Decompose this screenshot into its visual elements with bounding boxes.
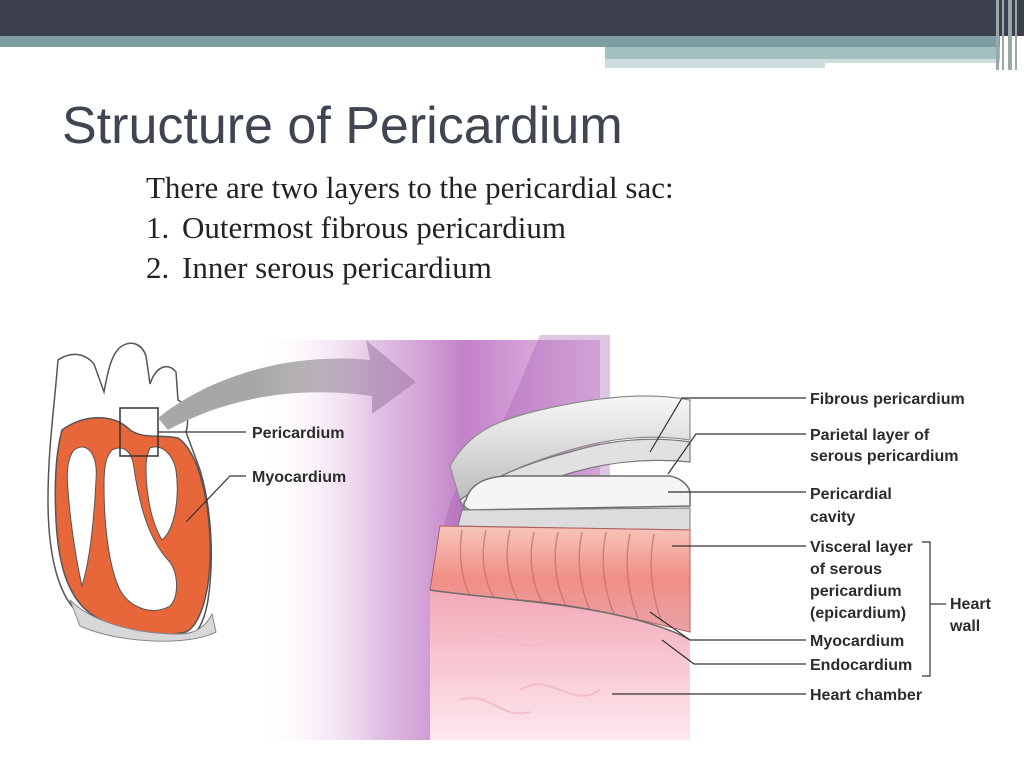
label-heart-wall: Heart xyxy=(950,596,992,613)
label-heart-chamber: Heart chamber xyxy=(810,687,922,704)
heart-illustration xyxy=(47,342,217,642)
label-endocardium: Endocardium xyxy=(810,657,912,674)
list-item: 1. Outermost fibrous pericardium xyxy=(146,208,746,248)
label-fibrous-pericardium: Fibrous pericardium xyxy=(810,391,965,408)
theme-stripe xyxy=(825,59,1000,63)
label-visceral-layer: pericardium xyxy=(810,583,902,600)
label-parietal-layer: Parietal layer of xyxy=(810,427,930,444)
theme-stripe xyxy=(605,47,1000,59)
layer-list: 1. Outermost fibrous pericardium 2. Inne… xyxy=(146,208,746,288)
label-myocardium-right: Myocardium xyxy=(810,633,904,650)
label-visceral-layer: (epicardium) xyxy=(810,605,906,622)
slide-body: There are two layers to the pericardial … xyxy=(146,168,746,288)
label-parietal-layer: serous pericardium xyxy=(810,448,959,465)
theme-stripe xyxy=(0,36,1000,47)
intro-text: There are two layers to the pericardial … xyxy=(146,170,674,205)
label-visceral-layer: Visceral layer xyxy=(810,539,913,556)
label-heart-wall: wall xyxy=(949,618,980,635)
list-text: Inner serous pericardium xyxy=(182,250,492,285)
label-pericardial-cavity: cavity xyxy=(810,509,855,526)
pericardium-cross-section xyxy=(260,335,691,740)
theme-vertical-bars xyxy=(990,0,1024,70)
pericardium-diagram: Pericardium Myocardium Fibrous pericardi… xyxy=(47,335,992,740)
slide-title: Structure of Pericardium xyxy=(62,97,623,155)
label-myocardium-left: Myocardium xyxy=(252,469,346,486)
list-text: Outermost fibrous pericardium xyxy=(182,210,566,245)
theme-top-bar xyxy=(0,0,1024,36)
theme-stripe xyxy=(605,59,825,68)
label-pericardium: Pericardium xyxy=(252,425,344,442)
list-item: 2. Inner serous pericardium xyxy=(146,248,746,288)
list-number: 1. xyxy=(146,210,170,245)
list-number: 2. xyxy=(146,250,170,285)
label-visceral-layer: of serous xyxy=(810,561,882,578)
label-pericardial-cavity: Pericardial xyxy=(810,486,892,503)
